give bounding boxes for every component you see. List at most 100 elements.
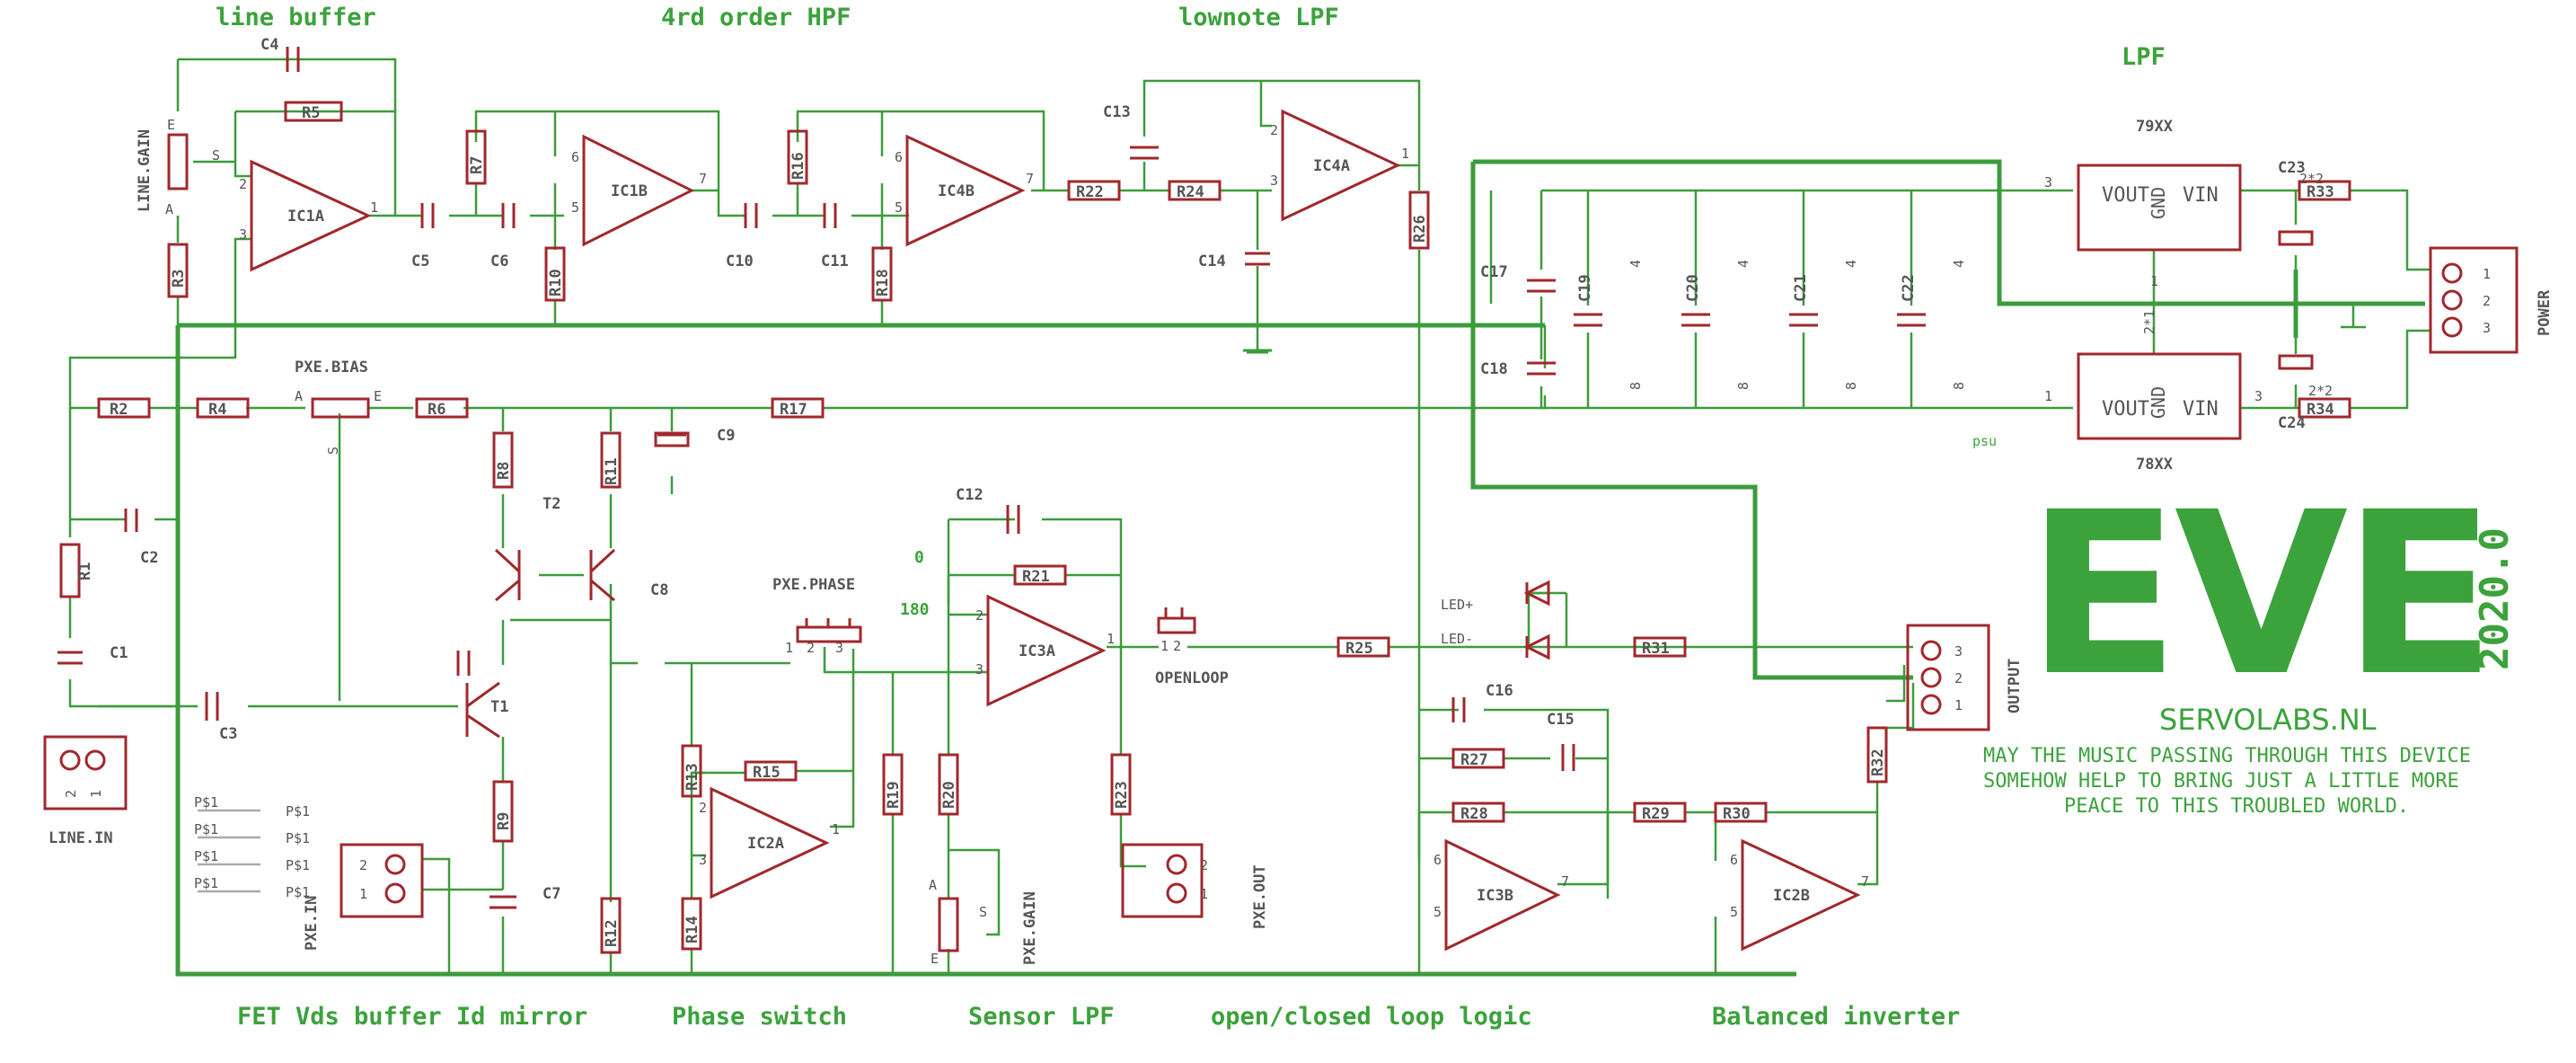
svg-text:GND: GND	[2148, 386, 2169, 419]
svg-text:4: 4	[1951, 260, 1967, 268]
svg-text:P$1: P$1	[194, 848, 218, 864]
resistor-R16	[787, 129, 808, 185]
svg-text:7: 7	[1861, 873, 1869, 890]
switch-pxe-phase: PXE.PHASE 1 2 3	[772, 576, 862, 656]
capacitor-C17	[1527, 279, 1556, 293]
pots: LINE.GAIN A E S PXE.BIAS A E S PXE.GAIN …	[136, 117, 1039, 967]
label-R18: R18	[874, 269, 892, 297]
label-R27: R27	[1460, 751, 1488, 769]
label-R13: R13	[684, 763, 701, 791]
svg-text:3: 3	[2044, 174, 2052, 190]
resistor-R8	[492, 431, 514, 489]
connector-output: 3 2 1 OUTPUT	[1906, 624, 2024, 731]
label-R31: R31	[1642, 640, 1670, 658]
label-C10: C10	[726, 252, 754, 270]
connectors: 2 1 LINE.IN 2 1 PXE.IN 2 1 PXE.OUT 3 2 1…	[43, 246, 2554, 951]
label-C23: C23	[2278, 159, 2306, 177]
transistor-T2: T2	[494, 495, 616, 602]
capacitor-C1	[57, 651, 83, 665]
resistor-R19	[882, 753, 904, 816]
svg-text:IC2A: IC2A	[747, 835, 784, 853]
svg-text:S: S	[979, 904, 987, 920]
label-C8: C8	[650, 581, 668, 599]
resistor-R10	[544, 246, 566, 302]
svg-text:2: 2	[63, 790, 79, 798]
resistor-R26	[1408, 190, 1430, 250]
resistor-R30	[1714, 802, 1768, 823]
resistor-R34	[2298, 397, 2351, 419]
resistor-R33	[2298, 180, 2351, 201]
label-R22: R22	[1076, 183, 1104, 201]
svg-text:1: 1	[1954, 697, 1963, 713]
svg-text:2: 2	[239, 176, 247, 192]
resistor-R13	[681, 744, 702, 798]
title-sensor-lpf: Sensor LPF	[968, 1003, 1115, 1031]
svg-text:1: 1	[2150, 273, 2158, 289]
logo-year: 2020.0	[2472, 527, 2518, 670]
capacitor-C23	[2278, 230, 2314, 246]
label-C19: C19	[1576, 274, 1594, 302]
svg-text:T2: T2	[543, 495, 560, 513]
svg-text:OPENLOOP: OPENLOOP	[1155, 669, 1229, 687]
capacitor-labels: C4 C5 C6 C10 C11 C13 C14 C2 C1 C3 C8 C7 …	[110, 36, 2306, 903]
label-phase-180: 180	[900, 600, 930, 619]
label-C17: C17	[1480, 263, 1508, 281]
leds: LED+ LED-	[1441, 580, 1550, 660]
resistor-R7	[465, 129, 487, 185]
svg-text:VOUT: VOUT	[2102, 184, 2149, 207]
svg-text:3: 3	[239, 226, 247, 243]
svg-text:2: 2	[2483, 293, 2491, 309]
switch-openloop: OPENLOOP 1 2	[1155, 607, 1229, 687]
resistors: R5 R3 R7 R10 R16 R18 R22 R24 R26 R2 R4 R…	[59, 101, 2351, 954]
label-C15: C15	[1547, 711, 1575, 729]
label-C2: C2	[140, 549, 158, 567]
svg-text:2: 2	[1954, 670, 1963, 687]
resistor-R29	[1633, 802, 1687, 823]
opamps: IC1A 2 3 1 IC1B 6 5 7 IC4B 6 5 7 IC4A 2 …	[239, 109, 1869, 952]
label-C20: C20	[1684, 274, 1702, 302]
svg-text:5: 5	[571, 199, 579, 216]
title-lownote-lpf: lownote LPF	[1178, 4, 1339, 31]
capacitor-C11	[823, 203, 837, 228]
svg-text:6: 6	[571, 149, 579, 165]
label-R5: R5	[302, 104, 320, 122]
opamp-IC4A: IC4A 2 3 1	[1270, 109, 1409, 222]
title-balanced: Balanced inverter	[1712, 1003, 1960, 1031]
svg-text:P$1: P$1	[286, 803, 310, 819]
label-C12: C12	[956, 486, 984, 504]
resistor-R17	[771, 397, 825, 419]
label-R21: R21	[1022, 568, 1050, 586]
opamp-IC2A: IC2A 2 3 1	[699, 786, 840, 899]
svg-text:IC3B: IC3B	[1477, 887, 1513, 905]
svg-text:A: A	[295, 388, 303, 404]
resistor-R12	[600, 897, 622, 954]
mid-value: 2*1	[2141, 310, 2157, 334]
svg-text:IC2B: IC2B	[1773, 887, 1810, 905]
resistor-R31	[1633, 636, 1687, 658]
label-R20: R20	[940, 781, 958, 809]
svg-text:1: 1	[1401, 146, 1409, 162]
psu-pin-numbers: 4 4 4 4 8 8 8 8	[1628, 260, 1967, 390]
label-R23: R23	[1113, 781, 1131, 809]
svg-text:1: 1	[785, 640, 793, 656]
capacitor-C20	[1681, 313, 1710, 327]
svg-text:LINE.GAIN: LINE.GAIN	[136, 129, 154, 212]
ps-pins: P$1 P$1 P$1 P$1 P$1 P$1 P$1 P$1	[194, 794, 310, 900]
svg-text:P$1: P$1	[194, 875, 218, 891]
label-R14: R14	[684, 916, 701, 943]
svg-text:GND: GND	[2148, 187, 2169, 219]
label-R26: R26	[1411, 215, 1429, 243]
capacitor-C9	[657, 433, 686, 447]
capacitor-C5	[420, 203, 435, 228]
svg-text:P$1: P$1	[286, 884, 310, 900]
pot-line-gain: LINE.GAIN A E S	[136, 117, 220, 217]
capacitor-C3	[205, 692, 219, 721]
regulator-79xx: VOUT VIN GND 79XX 3 1	[2044, 118, 2242, 289]
label-R25: R25	[1345, 640, 1373, 658]
connector-line-in: 2 1 LINE.IN	[43, 735, 128, 847]
label-R2: R2	[110, 401, 128, 419]
svg-text:VIN: VIN	[2183, 184, 2219, 207]
label-R29: R29	[1642, 805, 1670, 823]
svg-text:6: 6	[1434, 852, 1442, 868]
